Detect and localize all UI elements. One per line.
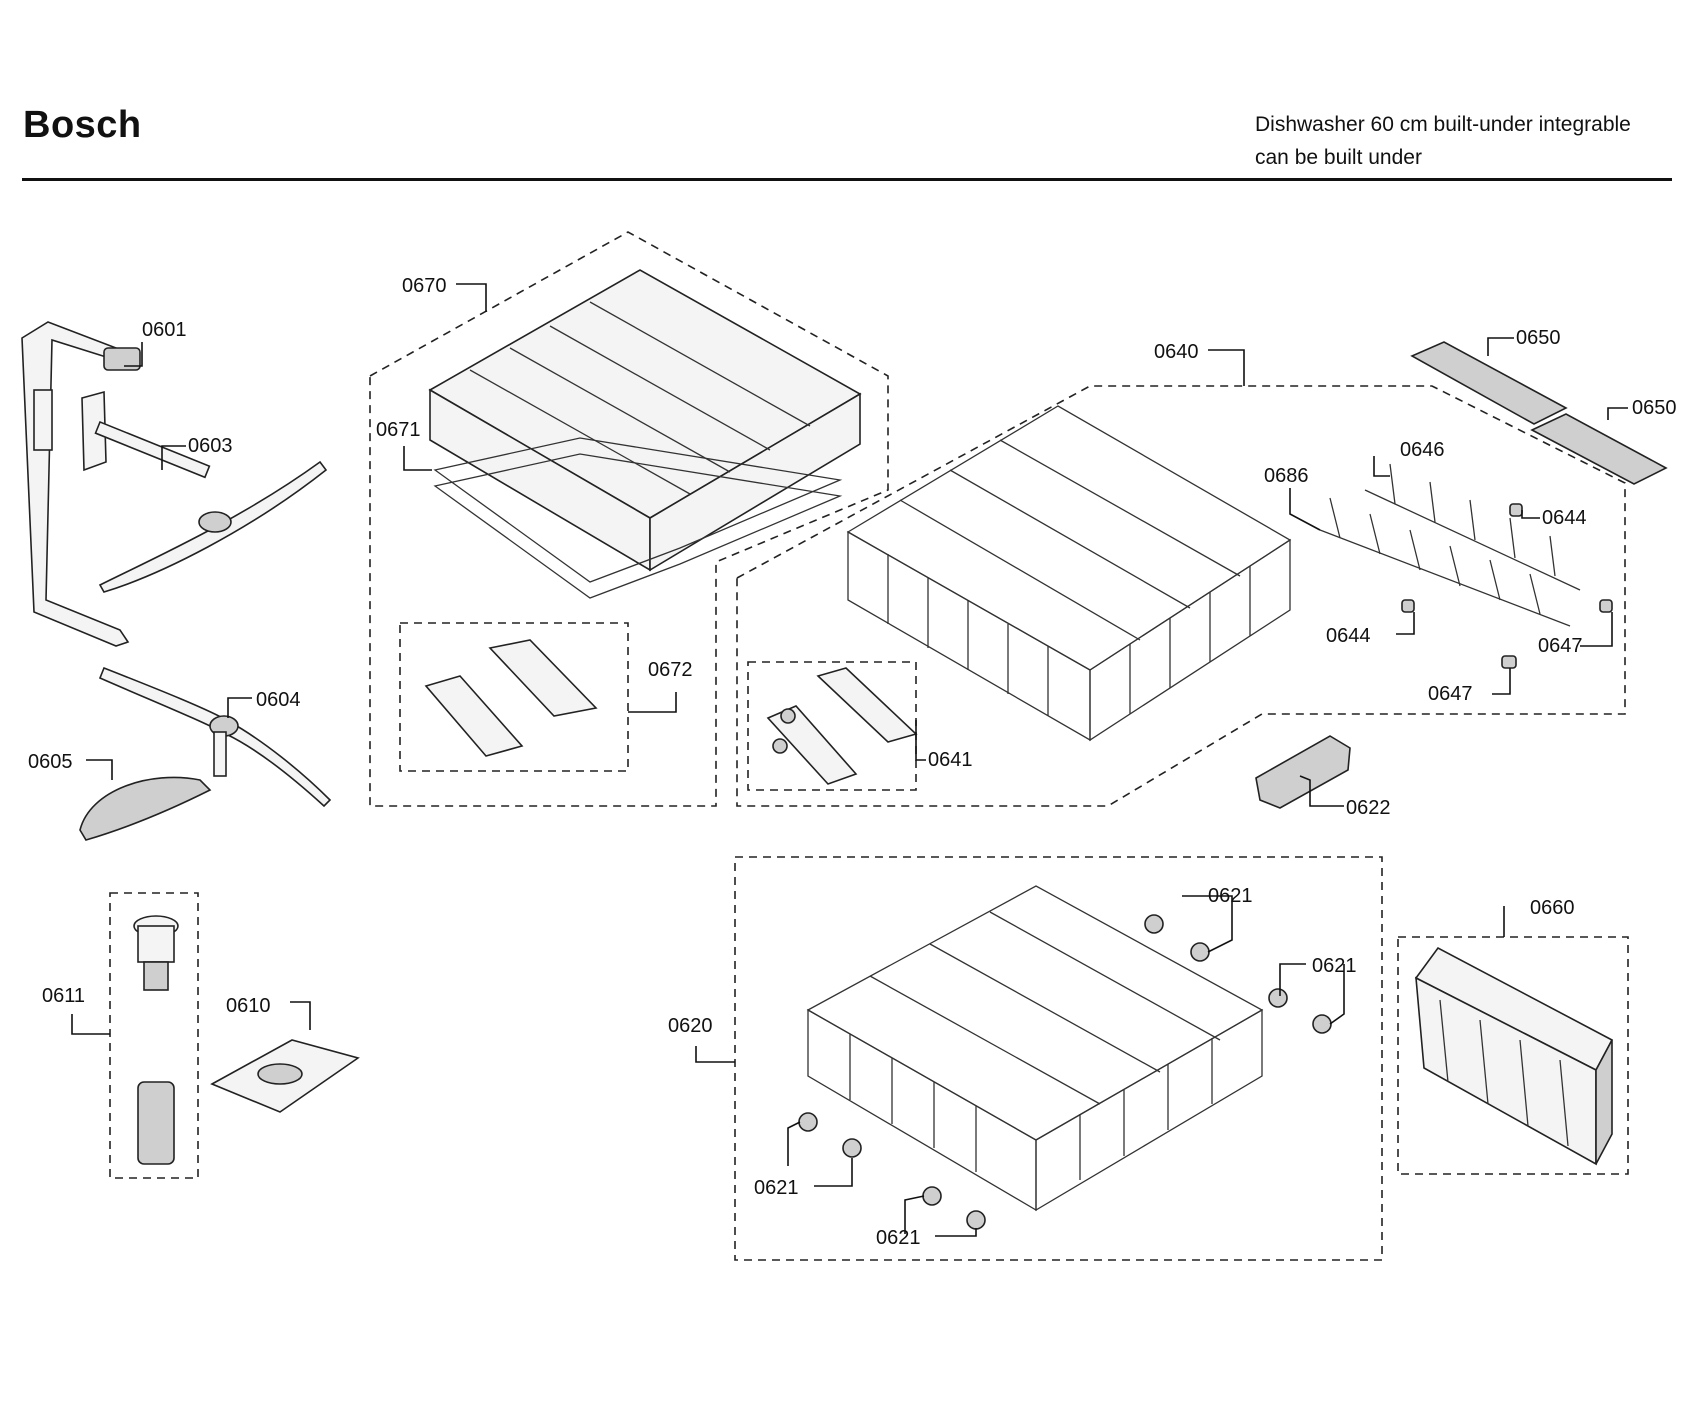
group-outline-0611 [109,892,199,1179]
callout-0672: 0672 [648,659,693,681]
callout-0610: 0610 [226,995,271,1017]
callout-0641: 0641 [928,749,973,771]
callout-0621-b: 0621 [1312,955,1357,977]
description-line-2: can be built under [1255,146,1422,169]
callout-0621-d: 0621 [876,1227,921,1249]
callout-0647-a: 0647 [1538,635,1583,657]
callout-0670: 0670 [402,275,447,297]
callout-0650-b: 0650 [1632,397,1677,419]
part-0622-basket-handle [1255,735,1351,809]
part-0644-clips [1401,503,1523,613]
callout-0640: 0640 [1154,341,1199,363]
part-0640-upper-basket [846,405,1292,742]
part-0647-clips [1501,599,1613,669]
callout-0622: 0622 [1346,797,1391,819]
callout-0644-a: 0644 [1542,507,1587,529]
callout-0644-b: 0644 [1326,625,1371,647]
part-0611-filter-cylinder [133,915,179,1165]
group-outline-0620 [734,856,1383,1261]
callout-0603: 0603 [188,435,233,457]
leader-lines [71,283,1628,1237]
part-0650-cup-shelf-lower [1530,413,1668,485]
callout-0647-b: 0647 [1428,683,1473,705]
part-0641-basket-adjusters [766,667,918,785]
group-outline-0670 [369,231,889,807]
brand-title: Bosch [23,104,142,146]
header-divider [22,178,1672,181]
callout-0601: 0601 [142,319,187,341]
callout-0671: 0671 [376,419,421,441]
part-0660-cutlery-basket [1414,946,1614,1166]
callout-0646: 0646 [1400,439,1445,461]
part-0621-wheels [798,914,1332,1230]
callout-0604: 0604 [256,689,301,711]
callout-0611: 0611 [42,985,85,1007]
callout-0621-a: 0621 [1208,885,1253,907]
part-0620-lower-basket [806,885,1264,1212]
callout-0686: 0686 [1264,465,1309,487]
part-0605-filter-cover [79,776,212,841]
part-0670-cutlery-tray [428,269,862,572]
part-0603-upper-spray-arm [81,390,328,593]
callout-0605: 0605 [28,751,73,773]
callout-0660: 0660 [1530,897,1575,919]
callout-0620: 0620 [668,1015,713,1037]
part-0610-flat-filter [210,1039,360,1113]
part-0650-cup-shelf-upper [1410,341,1568,425]
group-outline-0660 [1397,936,1629,1175]
part-0671-tray-frame [433,437,843,599]
group-outline-0640 [736,385,1626,807]
group-outline-0672 [399,622,629,772]
description-line-1: Dishwasher 60 cm built-under integrable [1255,113,1631,136]
part-0601-supply-pipe [21,321,141,647]
callout-0650-a: 0650 [1516,327,1561,349]
part-0646-folding-tines [1319,463,1581,627]
part-0604-lower-spray-arm [98,666,332,808]
callout-0621-c: 0621 [754,1177,799,1199]
part-0672-rail-brackets [424,639,598,757]
model-description: Dishwasher 60 cm built-under integrable … [1255,108,1631,174]
